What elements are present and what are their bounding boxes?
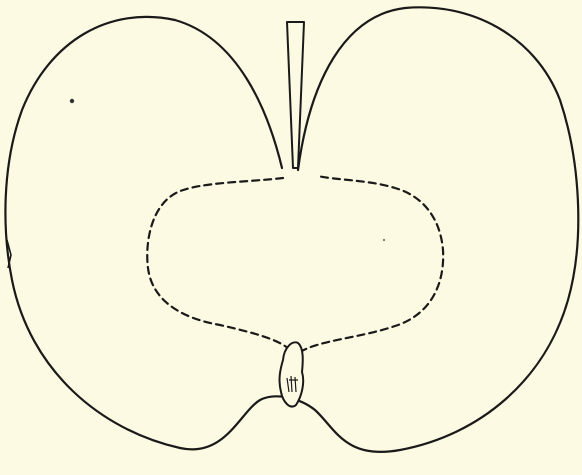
speck — [70, 99, 74, 103]
calyx — [280, 342, 304, 406]
core-line — [147, 176, 443, 352]
speck-small — [383, 239, 385, 241]
